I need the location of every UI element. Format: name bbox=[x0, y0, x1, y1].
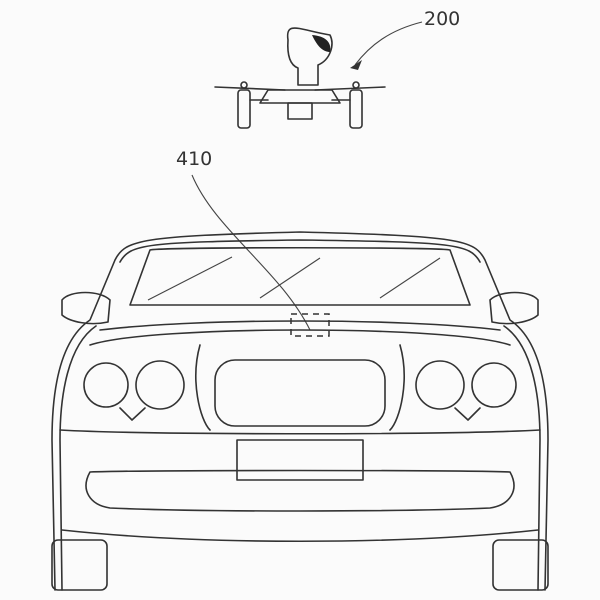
grille bbox=[214, 359, 386, 427]
leader-410 bbox=[191, 174, 311, 331]
left-tire bbox=[51, 539, 108, 591]
windshield bbox=[129, 246, 471, 306]
right-mirror bbox=[489, 291, 539, 325]
reference-numeral-410: 410 bbox=[176, 148, 213, 170]
headlights-right bbox=[415, 360, 517, 421]
reference-numeral-200: 200 bbox=[424, 8, 461, 30]
camera-area-410 bbox=[290, 313, 330, 337]
drone bbox=[214, 27, 386, 129]
left-mirror bbox=[61, 291, 111, 325]
leader-200 bbox=[350, 21, 423, 70]
right-tire bbox=[492, 539, 549, 591]
headlights-left bbox=[83, 360, 185, 421]
license-plate bbox=[236, 439, 364, 481]
car bbox=[51, 231, 549, 591]
